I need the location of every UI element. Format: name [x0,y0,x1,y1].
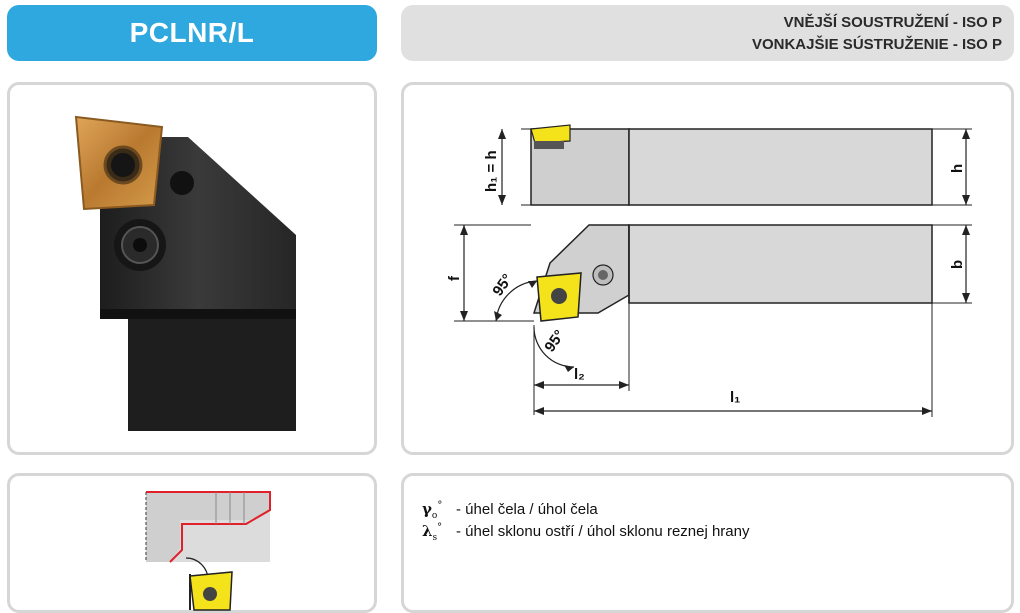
rake-angle-sketch [145,491,271,611]
label-l2: l₂ [574,366,585,383]
label-h: h [949,164,966,173]
label-f: f [446,275,463,281]
tool-holder-photo [74,115,296,431]
legend-row-inclination: λs° - úhel sklonu ostří / úhol sklonu rez… [422,522,750,543]
geometry-detail-panel [7,473,377,613]
photo-panel [7,82,377,455]
label-h1-eq-h: h₁ = h [483,150,500,192]
legend-symbol-gamma: γo° [422,500,443,521]
header-banner: VNĚJŠÍ SOUSTRUŽENÍ - ISO P VONKAJŠIE SÚS… [401,5,1014,61]
label-angle-bottom: 95° [541,327,568,355]
legend-text-rake: - úhel čela / úhol čela [456,501,598,518]
legend-row-rake: γo° - úhel čela / úhol čela [422,500,598,521]
header-line-cz: VNĚJŠÍ SOUSTRUŽENÍ - ISO P [783,14,1002,31]
label-l1: l₁ [730,389,740,406]
header-line-sk: VONKAJŠIE SÚSTRUŽENIE - ISO P [751,36,1002,53]
legend-text-inclination: - úhel sklonu ostří / úhol sklonu reznej… [456,523,750,540]
technical-drawing: h₁ = h h [446,124,972,417]
side-view [498,124,972,206]
legend-panel: γo° - úhel čela / úhol čela λs° - úhel skl… [401,473,1014,613]
legend-symbol-lambda: λs° [422,522,443,543]
title-banner: PCLNR/L [7,5,377,61]
label-angle-top: 95° [489,271,516,299]
top-view [454,224,972,417]
label-b: b [949,260,966,269]
drawing-panel: h₁ = h h [401,82,1014,455]
page-title: PCLNR/L [129,17,255,48]
